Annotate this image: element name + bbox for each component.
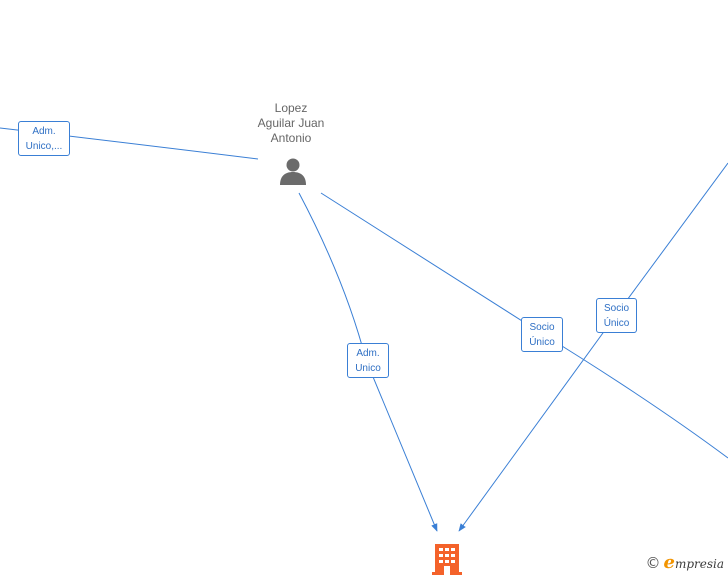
person-icon[interactable] — [278, 156, 308, 186]
brand-initial: e — [663, 552, 675, 573]
person-icon-graphic — [280, 158, 306, 185]
edge-label-line: Unico,... — [25, 141, 63, 152]
edge-label-socio-unico-2[interactable]: Socio Único — [596, 298, 637, 333]
edge-label-adm-unico-left[interactable]: Adm. Unico,... — [18, 121, 70, 156]
person-name: Lopez Aguilar Juan Antonio — [246, 101, 336, 146]
edge-label-line: Socio — [529, 322, 555, 333]
copyright-symbol: © — [645, 553, 661, 572]
edge-label-line: Unico — [355, 363, 381, 374]
edge-label-adm-unico[interactable]: Adm. Unico — [347, 343, 389, 378]
brand-logo: empresia — [663, 552, 724, 573]
building-icon-graphic — [432, 544, 462, 575]
edge-label-line: Único — [603, 318, 630, 329]
edge-label-line: Adm. — [356, 348, 380, 359]
edge-label-socio-unico-1[interactable]: Socio Único — [521, 317, 563, 352]
edge-label-line: Único — [529, 337, 555, 348]
person-name-line-1: Lopez — [274, 101, 308, 115]
edge-right-to-company — [458, 162, 728, 532]
edge-label-line: Adm. — [32, 126, 56, 137]
building-icon[interactable] — [431, 541, 463, 575]
edge-label-line: Socio — [603, 303, 629, 314]
person-name-line-2: Aguilar Juan — [257, 116, 325, 130]
person-name-line-3: Antonio — [270, 131, 312, 145]
brand-rest: mpresia — [674, 557, 724, 571]
brand-watermark: © empresia — [645, 552, 724, 573]
